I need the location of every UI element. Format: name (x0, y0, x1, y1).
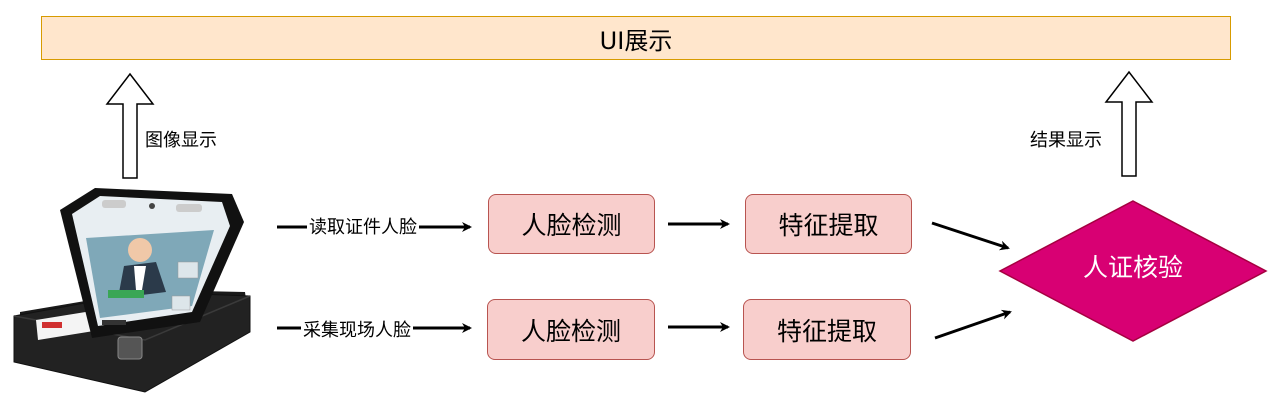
bottom-face-detection-box: 人脸检测 (487, 299, 655, 360)
arrow-top-extract-to-decision (931, 221, 1010, 251)
capture-live-face-label: 采集现场人脸 (301, 316, 413, 342)
top-feature-extraction-box: 特征提取 (745, 194, 912, 254)
ui-display-label: UI展示 (599, 26, 673, 55)
bottom-feature-extraction-label: 特征提取 (776, 316, 877, 346)
left-up-hollow-arrow (105, 72, 155, 179)
result-display-label: 结果显示 (1030, 130, 1102, 151)
top-face-detection-label: 人脸检测 (521, 211, 622, 240)
ui-display-banner: UI展示 (41, 16, 1231, 60)
top-face-detection-box: 人脸检测 (488, 194, 655, 254)
image-display-label: 图像显示 (145, 130, 217, 151)
bottom-feature-extraction-box: 特征提取 (743, 299, 911, 360)
top-feature-extraction-label: 特征提取 (778, 211, 879, 240)
bottom-face-detection-label: 人脸检测 (520, 316, 621, 346)
right-up-hollow-arrow (1104, 70, 1154, 177)
decision-diamond (998, 200, 1268, 342)
id-verification-label: 人证核验 (1082, 253, 1183, 282)
face-recognition-terminal-icon (13, 188, 251, 393)
read-id-face-label: 读取证件人脸 (307, 213, 419, 239)
arrow-bottom-extract-to-decision (934, 309, 1012, 340)
